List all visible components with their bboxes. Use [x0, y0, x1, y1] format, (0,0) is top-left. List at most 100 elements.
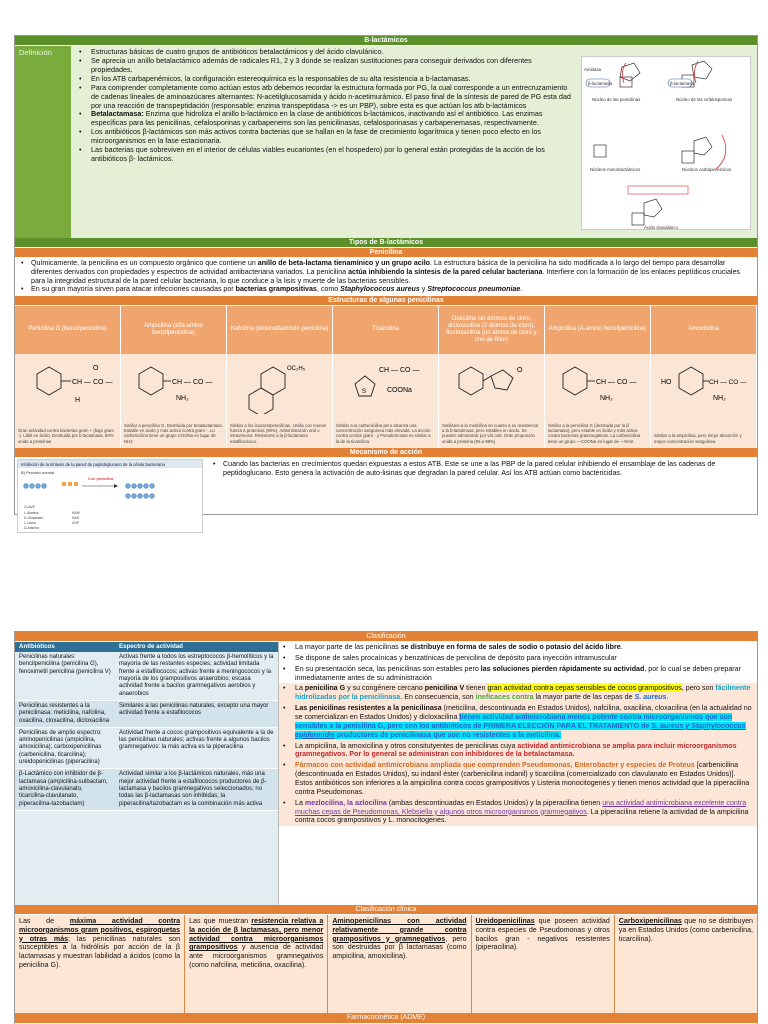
definicion-item: En los ATB carbapenémicos, la configurac… — [77, 74, 575, 84]
structure-ampicilina-alfa: CH — CO — NH₂ Similar a penicilina G. De… — [121, 354, 227, 449]
svg-text:NH₂: NH₂ — [600, 395, 613, 402]
svg-text:HO: HO — [661, 379, 672, 386]
clasificacion-header: Clasificación — [15, 632, 757, 642]
table-row: Penicilinas naturales: bencilpenicilina … — [15, 652, 278, 701]
fig-label-amidasa: Amidasa — [584, 67, 602, 72]
betalactamasa-label: Betalactamasa: — [91, 109, 144, 119]
oxacilina-formula: O — [458, 366, 523, 396]
penicilina-header: Penicilina — [15, 248, 757, 258]
fig-label-nucleo-penicilinas: Núcleo de las penicilinas — [592, 97, 641, 102]
svg-text:CH — CO —: CH — CO — — [709, 379, 747, 386]
definicion-item: Estructuras básicas de cuatro grupos de … — [77, 47, 575, 57]
structure-note: Similares a la meticilina en cuanto a su… — [442, 422, 539, 444]
structure-ampicilina-a: CH — CO — NH₂ Similar a la penicilina G … — [545, 354, 651, 449]
clinica-col-ureidopenicilinas: Ureidopenicilinas que poseen actividad c… — [472, 915, 615, 1013]
svg-text:OC₂H₅: OC₂H₅ — [287, 366, 306, 372]
fig-label-blactamasa-2: β-lactamasa — [670, 81, 695, 86]
nafcilina-formula: OC₂H₅ — [248, 366, 306, 415]
farmacocinetica-header: Farmacocinética (ADME) — [15, 1013, 757, 1023]
svg-text:H: H — [75, 397, 80, 404]
page-top: B-lactámicos Definición Estructuras bási… — [14, 35, 758, 534]
table-row: β-Lactámico con inhibidor de β-lactamasa… — [15, 769, 278, 811]
col-penicilina-g: Penicilina G (bencilpenicilina) — [15, 306, 121, 355]
col-ticarcilina: Ticarcilina — [333, 306, 439, 355]
table-header: Antibióticos Espectro de actividad — [15, 642, 278, 652]
svg-text:CH — CO —: CH — CO — — [596, 379, 636, 386]
penicilina-paragraph-2: En su gran mayoría sirven para atacar in… — [19, 285, 753, 294]
ampicilina-alfa-formula: CH — CO — NH₂ — [138, 366, 212, 402]
peptidoglycan-figure: Inhibición de la síntesis de la pared de… — [17, 459, 203, 534]
svg-text:L-Alanina: L-Alanina — [24, 511, 38, 515]
note-item: La mezlocilina, la azlocilina (ambas des… — [279, 797, 757, 827]
structure-note: Similar a penicilina G. Destruida por be… — [124, 422, 223, 444]
peptidoglycan-diagram: Inhibición de la síntesis de la pared de… — [18, 460, 202, 530]
svg-text:Inhibición de la síntesis de l: Inhibición de la síntesis de la pared de… — [21, 462, 166, 467]
definicion-item: Para comprender completamente como actúa… — [77, 83, 575, 111]
fig-label-blactamasa-1: β-lactamasa — [588, 81, 613, 86]
svg-text:CH — CO —: CH — CO — — [72, 379, 112, 386]
mecanismo-text: Cuando las bacterias en crecimientos que… — [205, 458, 757, 534]
estructuras-header: Estructuras de algunas penicilinas — [15, 296, 757, 307]
definicion-body: Estructuras básicas de cuatro grupos de … — [71, 46, 757, 238]
svg-text:CH — CO —: CH — CO — — [172, 379, 212, 386]
nuclei-diagram: Amidasa β-lactamasa β-lactamasa Núcleo d… — [584, 60, 733, 230]
mecanismo-row: Inhibición de la síntesis de la pared de… — [15, 458, 757, 534]
clasificacion-notes: La mayor parte de las penicilinas se dis… — [279, 642, 757, 905]
col-ampicilina-a: Ampicilina (A-amino bencilpenicilina) — [545, 306, 651, 355]
svg-text:UDP: UDP — [72, 521, 80, 525]
definicion-label: Definición — [15, 46, 71, 238]
svg-text:D-Alanina: D-Alanina — [24, 526, 39, 530]
note-item: Se dispone de sales procaínicas y benzat… — [279, 653, 757, 664]
fig-label-nucleo-cefalosporinas: Núcleo de las cefalosporinas — [676, 97, 733, 102]
svg-text:NAM: NAM — [72, 511, 80, 515]
betalactam-nuclei-figure: Amidasa β-lactamasa β-lactamasa Núcleo d… — [581, 56, 751, 230]
table-row: Penicilinas de amplio espectro: aminopen… — [15, 728, 278, 770]
col-nafcilina: Nafcilina (etoxinaftamindo penicilina) — [227, 306, 333, 355]
penicilina-block: Químicamente, la penicilina es un compue… — [15, 258, 757, 297]
note-item: La ampicilina, la amoxicilina y otros co… — [279, 740, 757, 761]
col-ampicilina-alfa: Ampicilina (alfa-amino benzilpenicilina) — [121, 306, 227, 355]
antibioticos-table: Antibióticos Espectro de actividad Penic… — [15, 642, 279, 905]
definicion-item-betalactamasa: Betalactamasa: Enzima que hidroliza el a… — [77, 109, 575, 128]
definicion-item: Los antibióticos β-lactámicos son más ac… — [77, 127, 575, 146]
structure-note: Gran actividad contra bacterias gram + (… — [18, 428, 114, 444]
svg-text:CH — CO —: CH — CO — — [379, 367, 419, 374]
page-bottom: Clasificación Antibióticos Espectro de a… — [14, 631, 758, 1024]
ticarcilina-formula: S CH — CO — COONa — [353, 367, 419, 397]
note-item: Fármacos con actividad antimicrobiana am… — [279, 760, 757, 798]
table-row: Penicilinas resistentes a la penicilinas… — [15, 700, 278, 728]
fig-label-clavulanico: Ácido clavulánico — [644, 225, 678, 230]
tipos-header: Tipos de B-lactámicos — [15, 238, 757, 248]
note-item: Las penicilinas resistentes a la penicil… — [279, 703, 757, 741]
structure-amoxicilina: HO CH — CO — NH₂ Similar a la ampicilina… — [651, 354, 757, 449]
svg-text:D-Glutamato: D-Glutamato — [24, 516, 43, 520]
amoxicilina-formula: HO CH — CO — NH₂ — [661, 366, 747, 402]
structure-note: Similar a la penicilina G (destruida por… — [548, 422, 641, 444]
structure-nafcilina: OC₂H₅ Similar a los isoxazolpenicilinas.… — [227, 354, 333, 449]
col-oxacilina: Oxacilina sin átomos de cloro, dicloxaci… — [439, 306, 545, 355]
svg-text:O: O — [517, 367, 523, 374]
svg-text:NH₂: NH₂ — [713, 395, 726, 402]
ampicilina-a-formula: CH — CO — NH₂ — [562, 366, 636, 402]
structure-penicilina-g: CH — CO — O H Gran actividad contra bact… — [15, 354, 121, 449]
mecanismo-paragraph: Cuando las bacterias en crecimientos que… — [211, 460, 751, 477]
estructuras-column-headers: Penicilina G (bencilpenicilina) Ampicili… — [15, 306, 757, 355]
note-item: En su presentación seca, las penicilinas… — [279, 664, 757, 684]
definicion-row: Definición Estructuras básicas de cuatro… — [15, 46, 757, 238]
svg-text:L-Lisina: L-Lisina — [24, 521, 36, 525]
svg-text:B) Proceso normal: B) Proceso normal — [21, 470, 54, 475]
definicion-item: Las bacterias que sobreviven en el inter… — [77, 145, 575, 164]
structure-note: Similar a la carbenicilina pero alcanza … — [336, 422, 431, 444]
fig-label-monobactamicos: Núcleos monobactámicos — [590, 167, 641, 172]
svg-text:Con penicilina: Con penicilina — [88, 476, 114, 481]
clinica-row: Las de máxima actividad contra microorga… — [15, 915, 757, 1013]
estructuras-cells: CH — CO — O H Gran actividad contra bact… — [15, 354, 757, 449]
clasificacion-row: Antibióticos Espectro de actividad Penic… — [15, 642, 757, 905]
definicion-text: Estructuras básicas de cuatro grupos de … — [77, 47, 575, 238]
svg-text:COONa: COONa — [387, 387, 412, 394]
svg-text:NH₂: NH₂ — [176, 395, 189, 402]
clinica-col-carboxipenicilinas: Carboxipenicilinas que no se distribuyen… — [618, 917, 754, 943]
structure-ticarcilina: S CH — CO — COONa Similar a la carbenici… — [333, 354, 439, 449]
fig-label-carbapenemicos: Núcleos carbapenémicos — [682, 167, 732, 172]
clinica-header: Clasificación clínica — [15, 905, 757, 915]
